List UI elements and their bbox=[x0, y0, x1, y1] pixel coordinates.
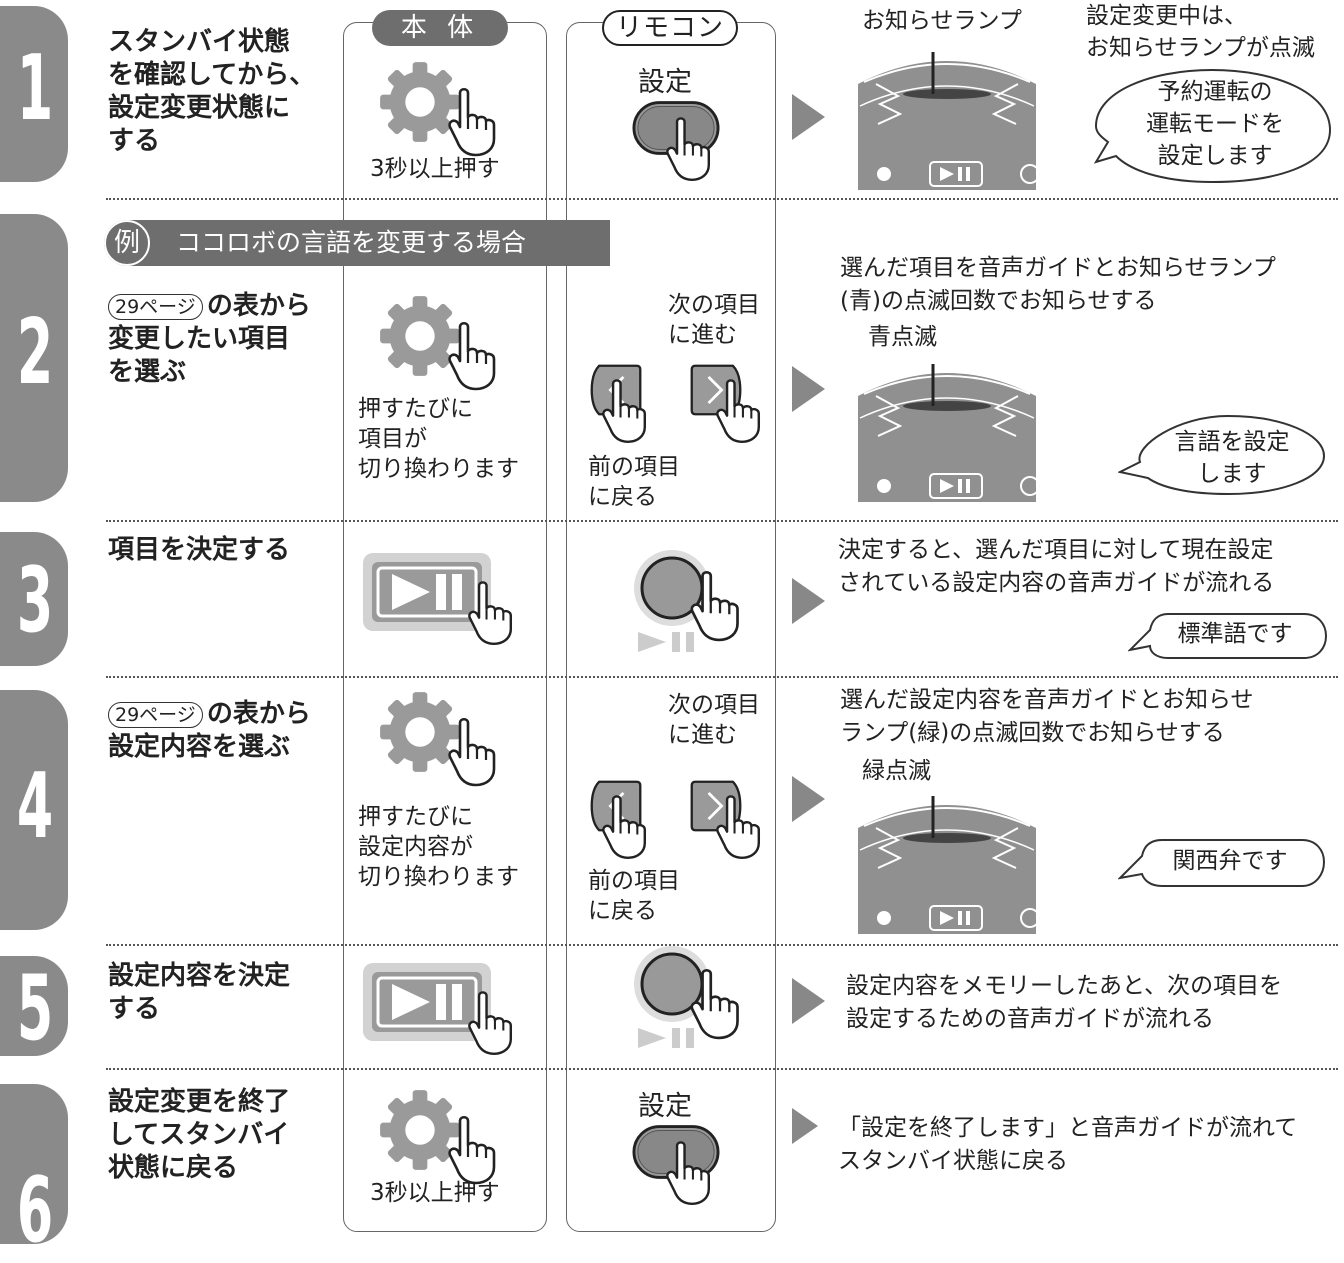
step-4-remote-next: 次の項目 に進む bbox=[668, 692, 760, 748]
hand-pointer-icon bbox=[664, 116, 720, 182]
play-arrow-icon bbox=[792, 366, 825, 412]
step-4-description: 選んだ設定内容を音声ガイドとお知らせ ランプ(緑)の点滅回数でお知らせする bbox=[840, 687, 1254, 746]
hand-pointer-icon bbox=[446, 1114, 506, 1186]
step-4-lamp-label: 緑点滅 bbox=[862, 758, 931, 784]
step-2-bubble-text: 言語を設定 します bbox=[1174, 429, 1290, 487]
step-2-remote-prev: 前の項目 に戻る bbox=[588, 454, 680, 510]
step-2-description: 選んだ項目を音声ガイドとお知らせランプ (青)の点滅回数でお知らせする bbox=[840, 255, 1276, 314]
speech-bubble bbox=[1094, 68, 1332, 184]
step-6-remote-label: 設定 bbox=[638, 1091, 692, 1122]
step-6-description: 「設定を終了します」と音声ガイドが流れて スタンバイ状態に戻る bbox=[838, 1115, 1298, 1174]
step-3-bubble-text: 標準語です bbox=[1177, 621, 1293, 647]
separator bbox=[106, 1068, 1338, 1070]
hand-pointer-icon bbox=[714, 378, 770, 444]
step-1-lamp-label: お知らせランプ bbox=[862, 8, 1022, 34]
step-3-description: 決定すると、選んだ項目に対して現在設定 されている設定内容の音声ガイドが流れる bbox=[838, 537, 1275, 596]
step-tab-6: 6 bbox=[0, 1084, 68, 1263]
step-tab-2: 2 bbox=[0, 214, 68, 502]
play-arrow-icon bbox=[792, 776, 825, 822]
hand-pointer-icon bbox=[466, 580, 522, 646]
speech-bubble bbox=[1128, 613, 1328, 659]
speech-bubble bbox=[1118, 414, 1326, 496]
step-tab-4: 4 bbox=[0, 690, 68, 930]
separator bbox=[106, 520, 1338, 522]
hand-pointer-icon bbox=[600, 794, 656, 860]
step-5-description: 設定内容をメモリーしたあと、次の項目を 設定するための音声ガイドが流れる bbox=[846, 973, 1283, 1032]
hand-pointer-icon bbox=[466, 990, 522, 1056]
step-1-note: 設定変更中は、 お知らせランプが点滅 bbox=[1086, 3, 1315, 61]
step-2-lamp-label: 青点滅 bbox=[868, 324, 937, 350]
hand-pointer-icon bbox=[600, 378, 656, 444]
step-tab-3: 3 bbox=[0, 532, 68, 666]
step-6-title: 設定変更を終了 してスタンバイ 状態に戻る bbox=[108, 1087, 291, 1183]
step-2-main-caption: 押すたびに 項目が 切り換わります bbox=[358, 396, 519, 482]
hand-pointer-icon bbox=[446, 86, 506, 158]
hand-pointer-icon bbox=[446, 320, 506, 392]
step-4-remote-prev: 前の項目 に戻る bbox=[588, 868, 680, 924]
speech-bubble bbox=[1118, 839, 1326, 887]
step-5-title: 設定内容を決定 する bbox=[108, 961, 291, 1024]
robot-lamp-illustration bbox=[858, 44, 1036, 190]
step-1-bubble-text: 予約運転の 運転モードを 設定します bbox=[1146, 79, 1284, 169]
hand-pointer-icon bbox=[446, 716, 506, 788]
step-4-bubble-text: 関西弁です bbox=[1172, 848, 1288, 874]
hand-pointer-icon bbox=[714, 794, 770, 860]
play-arrow-icon bbox=[792, 578, 825, 624]
hand-pointer-icon bbox=[664, 1140, 720, 1206]
separator bbox=[106, 676, 1338, 678]
example-banner: 例 ココロボの言語を変更する場合 bbox=[104, 220, 610, 266]
step-3-title: 項目を決定する bbox=[108, 535, 291, 565]
step-1-title: スタンバイ状態 を確認してから、 設定変更状態に する bbox=[108, 27, 316, 156]
step-tab-1: 1 bbox=[0, 6, 68, 182]
step-2-title: 29ページの表から 変更したい項目 を選ぶ bbox=[108, 291, 311, 387]
step-4-main-caption: 押すたびに 設定内容が 切り換わります bbox=[358, 804, 519, 890]
play-arrow-icon bbox=[792, 978, 825, 1024]
page-reference[interactable]: 29ページ bbox=[108, 293, 203, 320]
step-tab-5: 5 bbox=[0, 955, 68, 1061]
step-1-remote-label: 設定 bbox=[638, 67, 692, 98]
play-arrow-icon bbox=[792, 94, 825, 140]
hand-pointer-icon bbox=[688, 968, 750, 1040]
main-unit-header: 本 体 bbox=[372, 10, 508, 46]
play-arrow-icon bbox=[792, 1108, 818, 1144]
step-2-remote-next: 次の項目 に進む bbox=[668, 292, 760, 348]
separator bbox=[106, 944, 1338, 946]
step-6-main-caption: 3秒以上押す bbox=[370, 1180, 500, 1206]
remote-header: リモコン bbox=[602, 10, 738, 46]
step-4-title: 29ページの表から 設定内容を選ぶ bbox=[108, 699, 311, 762]
example-badge: 例 bbox=[104, 220, 150, 266]
example-text: ココロボの言語を変更する場合 bbox=[176, 228, 527, 257]
step-1-main-caption: 3秒以上押す bbox=[370, 156, 500, 182]
page-reference[interactable]: 29ページ bbox=[108, 701, 203, 728]
hand-pointer-icon bbox=[688, 570, 750, 642]
robot-lamp-illustration bbox=[858, 788, 1036, 934]
separator bbox=[106, 198, 1338, 200]
robot-lamp-illustration bbox=[858, 356, 1036, 502]
